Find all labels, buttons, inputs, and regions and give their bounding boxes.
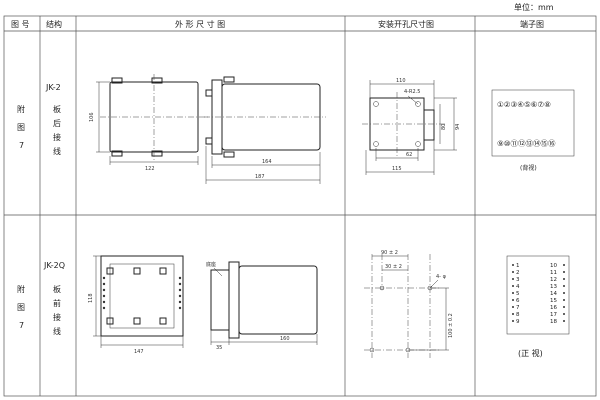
terminal-2: ② <box>504 100 511 109</box>
row2-mount-top-b: 30 ± 2 <box>385 264 402 270</box>
row1-terminal-note: (背视) <box>520 164 537 172</box>
row1-mount-holes: 4-R2.5 <box>404 89 420 95</box>
row2-dim-depth-b: 160 <box>280 336 290 342</box>
row1-terminal-bottom-row: ⑨⑩⑪⑫⑬⑭⑮⑯ <box>497 139 556 148</box>
header-figure-no: 图 号 <box>11 20 30 29</box>
terminal-label: 10 <box>550 263 557 269</box>
row2-wiring-1: 板 <box>53 284 61 294</box>
unit-label: 单位：mm <box>514 2 554 12</box>
terminal-3: ③ <box>510 100 517 109</box>
header-outline: 外 形 尺 寸 图 <box>175 19 225 29</box>
terminal-label: 17 <box>550 312 557 318</box>
row2-dim-height: 118 <box>88 293 94 303</box>
row2-outline-drawing: 118 147 底座 35 160 <box>88 255 318 355</box>
row1-mount-bottom-a: 62 <box>406 152 412 158</box>
row2-wiring-2: 前 <box>53 298 61 308</box>
row1-mount-h2: 94 <box>455 124 461 130</box>
row1-wiring-4: 线 <box>53 146 61 156</box>
row2-fig-char-2: 图 <box>17 303 25 312</box>
row1-mounting-drawing: 110 4-R2.5 80 94 62 115 <box>362 78 461 175</box>
terminal-label: 7 <box>516 305 520 311</box>
terminal-7: ⑦ <box>537 100 544 109</box>
terminal-13: ⑬ <box>525 139 533 148</box>
row2-dim-width: 147 <box>134 349 144 355</box>
row1-dim-width: 122 <box>145 166 155 172</box>
row2-wiring-3: 接 <box>53 312 61 322</box>
row1-terminal-diagram: ①②③④⑤⑥⑦⑧ ⑨⑩⑪⑫⑬⑭⑮⑯ (背视) <box>491 89 575 172</box>
row1-wiring-1: 板 <box>53 104 61 114</box>
terminal-label: 16 <box>550 305 557 311</box>
row2-mounting-drawing: 90 ± 2 30 ± 2 4- φ 100 ± 0.2 <box>364 250 454 358</box>
terminal-label: 9 <box>516 319 520 325</box>
row1-mount-top: 110 <box>396 78 406 84</box>
terminal-label: 3 <box>516 277 520 283</box>
row2-fig-char-1: 附 <box>17 284 25 294</box>
row2-mount-top-a: 90 ± 2 <box>381 250 398 256</box>
row2-terminal-diagram: 1 2 3 4 5 6 7 8 9 10 11 12 13 14 15 16 1… <box>506 255 570 358</box>
terminal-label: 2 <box>516 270 520 276</box>
header-mounting: 安装开孔尺寸图 <box>378 19 434 29</box>
row1-mount-bottom-b: 115 <box>392 166 402 172</box>
terminal-label: 5 <box>516 291 520 297</box>
row1-model: JK-2 <box>45 83 61 92</box>
row2-fig-char-3: 7 <box>19 321 24 330</box>
terminal-6: ⑥ <box>531 100 538 109</box>
row1-wiring-3: 接 <box>53 132 61 142</box>
terminal-12: ⑫ <box>518 139 526 148</box>
terminal-label: 18 <box>550 319 557 325</box>
row2-mount-holes: 4- φ <box>436 274 447 280</box>
row1-dim-depth-a: 164 <box>262 159 272 165</box>
row1-fig-char-3: 7 <box>19 141 24 150</box>
terminal-10: ⑩ <box>504 139 511 148</box>
terminal-8: ⑧ <box>544 100 551 109</box>
row2-model: JK-2Q <box>43 261 65 270</box>
terminal-4: ④ <box>517 100 524 109</box>
terminal-label: 6 <box>516 298 520 304</box>
row2-wiring-4: 线 <box>53 326 61 336</box>
terminal-label: 14 <box>550 291 557 297</box>
table-grid <box>3 15 597 397</box>
terminal-11: ⑪ <box>510 139 518 148</box>
terminal-15: ⑮ <box>540 139 548 148</box>
row2-terminal-note: (正 视) <box>518 348 543 358</box>
terminal-label: 4 <box>516 284 520 290</box>
row1-dim-depth-b: 187 <box>255 174 265 180</box>
terminal-label: 13 <box>550 284 557 290</box>
terminal-14: ⑭ <box>533 139 541 148</box>
row1-wiring-2: 后 <box>53 118 61 128</box>
row2-dim-depth-a: 35 <box>216 345 222 351</box>
terminal-16: ⑯ <box>548 139 556 148</box>
row2-mount-height: 100 ± 0.2 <box>448 313 454 338</box>
row1-outline-drawing: 106 122 164 187 <box>89 74 326 184</box>
row1-fig-char-1: 附 <box>17 104 25 114</box>
header-structure: 结构 <box>46 19 62 29</box>
terminal-label: 1 <box>516 263 520 269</box>
terminal-5: ⑤ <box>524 100 531 109</box>
row1-dim-height: 106 <box>89 112 95 122</box>
row2-panel-label: 底座 <box>206 261 216 268</box>
row1-fig-char-2: 图 <box>17 123 25 132</box>
header-terminals: 端子图 <box>520 19 544 29</box>
terminal-label: 12 <box>550 277 557 283</box>
row2-terminal-dots <box>512 264 565 322</box>
row2-front-terminal-dots <box>102 276 182 310</box>
terminal-label: 8 <box>516 312 520 318</box>
row1-mount-h1: 80 <box>441 124 447 130</box>
row1-terminal-top-row: ①②③④⑤⑥⑦⑧ <box>497 100 551 109</box>
terminal-9: ⑨ <box>497 139 504 148</box>
terminal-label: 11 <box>550 270 557 276</box>
terminal-1: ① <box>497 100 504 109</box>
terminal-label: 15 <box>550 298 557 304</box>
